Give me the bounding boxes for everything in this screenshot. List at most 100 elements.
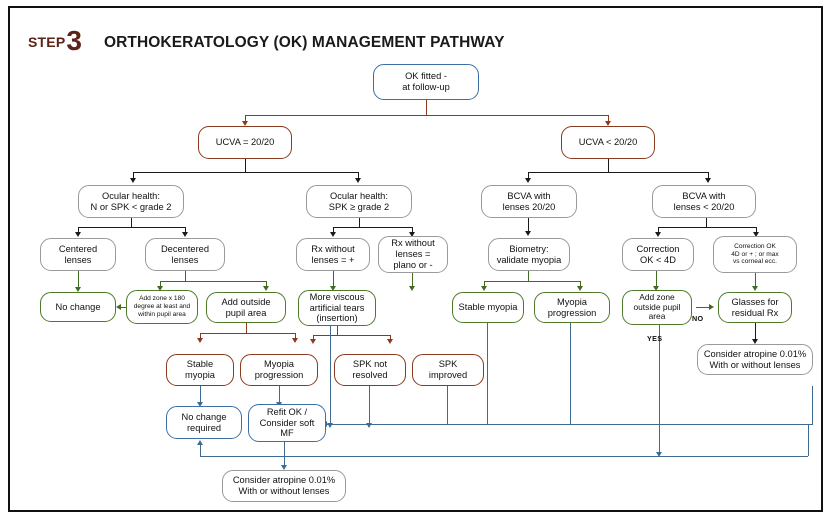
node-add-outside-pupil-area[interactable]: Add outside pupil area (206, 292, 286, 323)
node-no-change-label: No change (55, 301, 101, 312)
arrow-to-spk-improved (386, 339, 393, 344)
node-refit-line1: Refit OK / (266, 406, 308, 417)
node-more-viscous-line2: artificial tears (309, 302, 365, 313)
edge-progression-green-down (570, 323, 571, 424)
node-biometry[interactable]: Biometry: validate myopia (488, 238, 570, 271)
node-refit-ok-consider-soft-mf[interactable]: Refit OK / Consider soft MF (248, 404, 326, 442)
edge-biometry-right (580, 281, 581, 287)
node-no-change-required-line1: No change (181, 411, 227, 422)
edge-ucva-lt-right (708, 172, 709, 180)
edge-bottom-bus-right-riser (808, 424, 809, 456)
node-rx-plano-line1: Rx without (391, 238, 435, 249)
node-myopia-progression-lower[interactable]: Myopia progression (240, 354, 318, 386)
node-rx-without-lenses-plus[interactable]: Rx without lenses = + (296, 238, 370, 271)
edge-no-to-glasses (696, 307, 710, 308)
node-consider-atropine-bottom[interactable]: Consider atropine 0.01% With or without … (222, 470, 346, 502)
node-no-change-required[interactable]: No change required (166, 406, 242, 439)
arrow-to-ocular-spk (354, 178, 361, 183)
node-more-viscous-line3: (insertion) (316, 313, 358, 324)
node-stable-myopia-biometry[interactable]: Stable myopia (452, 292, 524, 323)
node-atropine-right-line1: Consider atropine 0.01% (703, 348, 807, 359)
edge-ocular-n-left (78, 227, 79, 233)
node-decentered-lenses[interactable]: Decentered lenses (145, 238, 225, 271)
edge-viscous-left (313, 335, 314, 340)
node-stable-myopia-brown-line1: Stable (186, 359, 214, 370)
edge-centered-stem (78, 271, 79, 288)
node-correction-ok-line1: Correction OK (734, 242, 776, 250)
node-add-outside-line2: pupil area (225, 307, 267, 318)
node-correction-ok-lt-4d[interactable]: Correction OK < 4D (622, 238, 694, 271)
node-refit-line2: Consider soft (259, 417, 315, 428)
arrow-to-decentered (181, 232, 188, 237)
node-spk-improved[interactable]: SPK improved (412, 354, 484, 386)
edge-root-bus (245, 115, 608, 116)
node-ucva-less[interactable]: UCVA < 20/20 (561, 126, 655, 159)
node-decentered-lenses-line2: lenses (171, 254, 199, 265)
arrow-to-myopia-progression-green (576, 286, 583, 291)
node-myopia-prog-green-line1: Myopia (557, 296, 587, 307)
node-bcva-less[interactable]: BCVA with lenses < 20/20 (652, 185, 756, 218)
edge-biometry-left (484, 281, 485, 287)
node-bcva-less-line1: BCVA with (682, 190, 726, 201)
edge-add-outside-right (295, 333, 296, 339)
node-centered-lenses-line2: lenses (64, 254, 92, 265)
node-myopia-progression-biometry[interactable]: Myopia progression (534, 292, 610, 323)
edge-viscous-right (390, 335, 391, 340)
node-correction-ok-line2: 4D or + ; or max (731, 250, 779, 258)
arrow-to-myopia-progression-brown (291, 338, 298, 343)
arrow-to-bcva-eq (524, 178, 531, 183)
arrow-to-rx-plus (329, 232, 336, 237)
node-spk-improved-line2: improved (428, 370, 468, 380)
edge-ucva-lt-stem (608, 159, 609, 173)
edge-biometry-stem (528, 271, 529, 282)
edge-bcva-eq-stem (528, 218, 529, 232)
page-title: ORTHOKERATOLOGY (OK) MANAGEMENT PATHWAY (103, 34, 505, 51)
node-ucva-equal[interactable]: UCVA = 20/20 (198, 126, 292, 159)
edge-label-no: NO (692, 314, 704, 323)
node-add-zone-180-line3: within pupil area (138, 310, 186, 318)
node-spk-improved-line1: SPK (438, 359, 458, 370)
arrow-to-glasses (751, 286, 758, 291)
node-add-zone-180-line1: Add zone x 180 (139, 295, 185, 303)
edge-spk-improved-down (447, 386, 448, 424)
node-bcva-equal[interactable]: BCVA with lenses 20/20 (481, 185, 577, 218)
node-rx-without-lenses-plano[interactable]: Rx without lenses = plano or - (378, 236, 448, 273)
edge-add-outside-bus (200, 333, 295, 334)
node-add-zone-outside-pupil[interactable]: Add zone outside pupil area (622, 290, 692, 325)
node-consider-atropine-right[interactable]: Consider atropine 0.01% With or without … (697, 344, 813, 375)
edge-bottom-bus (200, 456, 808, 457)
node-add-zone-180-degree[interactable]: Add zone x 180 degree at least and withi… (126, 290, 198, 324)
node-ocular-health-spk[interactable]: Ocular health: SPK ≥ grade 2 (306, 185, 412, 218)
node-more-viscous-tears[interactable]: More viscous artificial tears (insertion… (298, 290, 376, 326)
node-ocular-health-normal[interactable]: Ocular health: N or SPK < grade 2 (78, 185, 184, 218)
node-centered-lenses[interactable]: Centered lenses (40, 238, 116, 271)
node-stable-myopia-green-label: Stable myopia (458, 302, 518, 313)
edge-bus-to-atropine (284, 456, 285, 466)
node-ok-fitted[interactable]: OK fitted - at follow-up (373, 64, 479, 100)
node-myopia-prog-brown-line1: Myopia (264, 359, 294, 370)
node-correction-ok-4d-plus[interactable]: Correction OK 4D or + ; or max vs cornea… (713, 236, 797, 273)
node-biometry-line1: Biometry: (509, 243, 549, 254)
arrow-to-stable-myopia-brown (196, 338, 203, 343)
node-add-zone-outside-line1: Add zone (639, 291, 675, 302)
arrow-to-stable-myopia-green (480, 286, 487, 291)
arrow-to-centered (74, 232, 81, 237)
node-bcva-equal-line2: lenses 20/20 (502, 201, 556, 212)
node-spk-not-resolved[interactable]: SPK not resolved (334, 354, 406, 386)
node-ok-fitted-line2: at follow-up (402, 82, 450, 92)
edge-root-left-drop (245, 115, 246, 123)
edge-stable-lower-stem (200, 386, 201, 403)
edge-ocular-n-stem (131, 218, 132, 228)
arrow-to-more-viscous-2 (408, 286, 415, 291)
node-stable-myopia-brown-line2: myopia (185, 370, 215, 380)
node-ucva-less-label: UCVA < 20/20 (578, 137, 638, 148)
edge-yes-down (659, 325, 660, 453)
node-add-outside-line1: Add outside (221, 296, 271, 307)
edge-biometry-bus (484, 281, 580, 282)
node-no-change[interactable]: No change (40, 292, 116, 322)
node-rx-plano-line3: plano or - (393, 259, 433, 270)
node-stable-myopia-lower[interactable]: Stable myopia (166, 354, 234, 386)
node-glasses-residual-rx[interactable]: Glasses for residual Rx (718, 292, 792, 323)
edge-spk-not-down (369, 386, 370, 424)
